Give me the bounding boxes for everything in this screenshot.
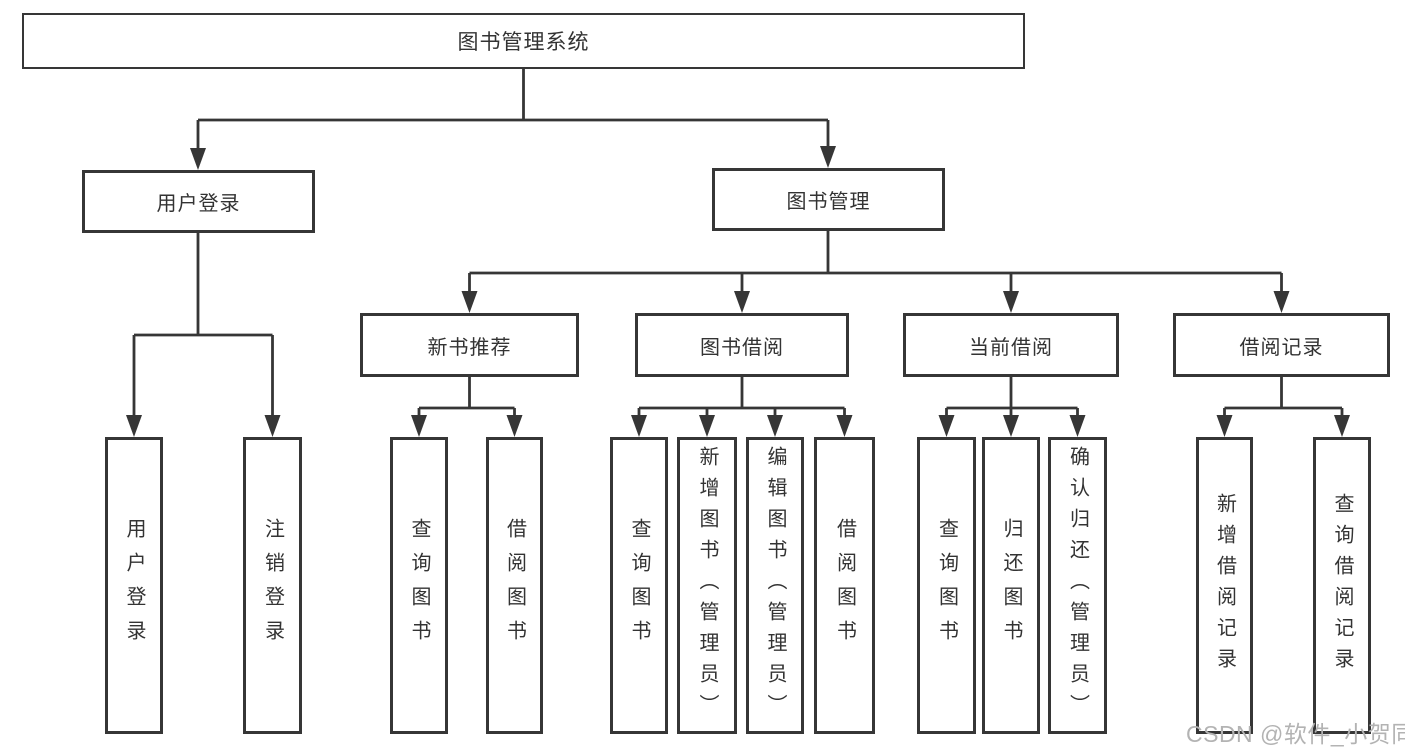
- leaf-return-book-label: 归还图书: [1000, 517, 1022, 654]
- leaf-add-borrow-record-label: 新增借阅记录: [1213, 492, 1236, 679]
- node-library-system-label: 图书管理系统: [457, 31, 590, 54]
- leaf-add-book-admin: 新增图书（管理员）: [677, 437, 737, 734]
- node-book-management: 图书管理: [712, 168, 945, 231]
- node-library-system: 图书管理系统: [22, 13, 1025, 69]
- node-borrow-records: 借阅记录: [1173, 313, 1390, 377]
- leaf-borrow-books-borrowing: 借阅图书: [814, 437, 875, 734]
- node-book-borrowing-label: 图书借阅: [700, 336, 784, 359]
- node-new-book-recommend: 新书推荐: [360, 313, 579, 377]
- node-current-borrowing: 当前借阅: [903, 313, 1119, 377]
- leaf-edit-book-admin-label: 编辑图书（管理员）: [764, 446, 786, 725]
- leaf-return-book: 归还图书: [982, 437, 1040, 734]
- node-user-login: 用户登录: [82, 170, 315, 233]
- leaf-query-borrow-record: 查询借阅记录: [1313, 437, 1371, 734]
- leaf-query-borrow-record-label: 查询借阅记录: [1331, 492, 1353, 679]
- leaf-logout: 注销登录: [243, 437, 302, 734]
- leaf-user-login-label: 用户登录: [123, 517, 145, 654]
- leaf-borrow-books-recommend: 借阅图书: [486, 437, 543, 734]
- node-user-login-label: 用户登录: [156, 193, 241, 215]
- node-new-book-recommend-label: 新书推荐: [427, 336, 512, 359]
- node-borrow-records-label: 借阅记录: [1239, 336, 1324, 359]
- leaf-query-books-borrowing: 查询图书: [610, 437, 668, 734]
- leaf-confirm-return-admin: 确认归还（管理员）: [1048, 437, 1107, 734]
- leaf-logout-label: 注销登录: [261, 517, 284, 654]
- leaf-add-borrow-record: 新增借阅记录: [1196, 437, 1253, 734]
- leaf-query-books-recommend-label: 查询图书: [408, 517, 430, 654]
- leaf-query-books-recommend: 查询图书: [390, 437, 448, 734]
- leaf-user-login: 用户登录: [105, 437, 163, 734]
- leaf-edit-book-admin: 编辑图书（管理员）: [746, 437, 804, 734]
- leaf-query-books-current-label: 查询图书: [935, 517, 958, 654]
- node-book-borrowing: 图书借阅: [635, 313, 849, 377]
- leaf-confirm-return-admin-label: 确认归还（管理员）: [1066, 446, 1089, 725]
- leaf-query-books-borrowing-label: 查询图书: [628, 517, 650, 654]
- node-book-management-label: 图书管理: [786, 191, 871, 213]
- leaf-query-books-current: 查询图书: [917, 437, 976, 734]
- leaf-borrow-books-borrowing-label: 借阅图书: [833, 517, 856, 654]
- leaf-add-book-admin-label: 新增图书（管理员）: [696, 446, 718, 725]
- leaf-borrow-books-recommend-label: 借阅图书: [503, 517, 526, 654]
- node-current-borrowing-label: 当前借阅: [969, 336, 1053, 359]
- csdn-watermark: CSDN @软件_小贺同学: [1186, 721, 1405, 747]
